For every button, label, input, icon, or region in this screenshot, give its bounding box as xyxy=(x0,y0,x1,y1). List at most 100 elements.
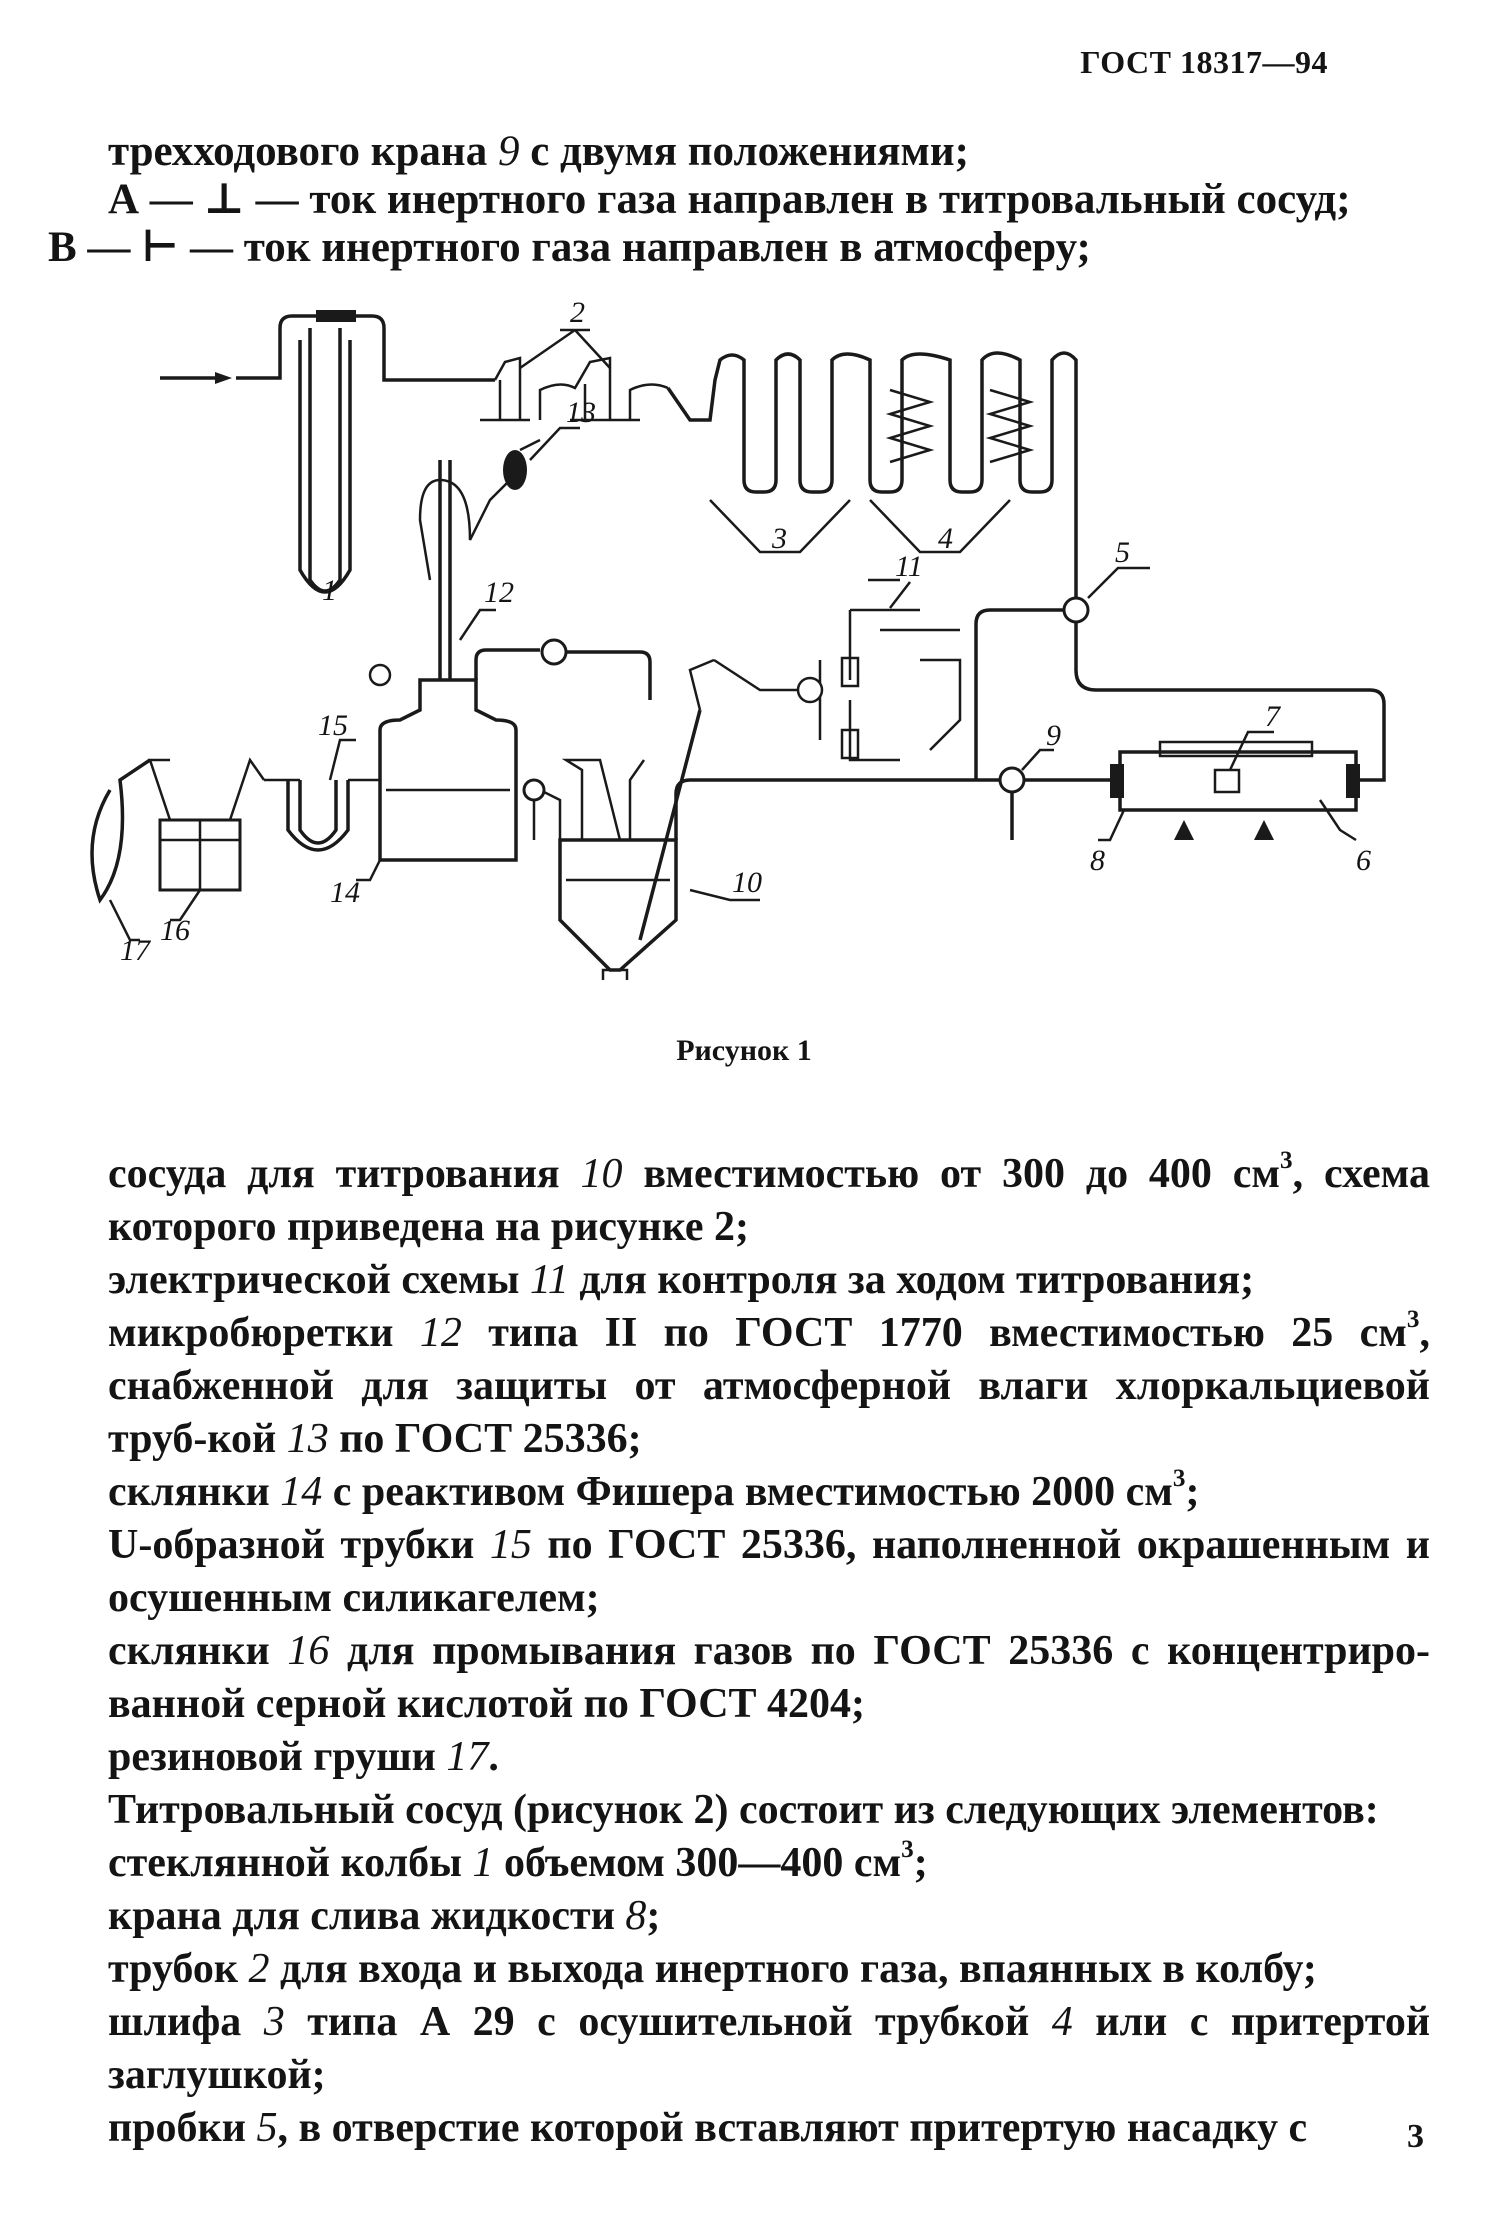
spiral-right xyxy=(985,388,1035,464)
label-4-leader xyxy=(869,499,1011,554)
pipe-to-flask-top xyxy=(566,650,652,700)
label-6-leader xyxy=(1318,799,1357,842)
ref-number: 2 xyxy=(248,1946,270,1992)
drying-column-outer xyxy=(298,340,352,594)
burette-top xyxy=(418,478,511,581)
cell-cap-left xyxy=(1110,764,1124,798)
reagent-bottle xyxy=(378,678,518,862)
pipe-to-titrator-cell xyxy=(1074,622,1386,782)
label-8: 8 xyxy=(1090,844,1105,877)
pipe-to-valve-9 xyxy=(974,608,1064,780)
text-run: трехходового крана xyxy=(108,128,498,175)
text-run: крана для слива жидкости xyxy=(108,1893,626,1939)
text-run: по ГОСТ 25336; xyxy=(328,1416,642,1462)
calcium-tube-line xyxy=(519,438,541,452)
text-run: U-образной трубки xyxy=(108,1522,490,1568)
label-4: 4 xyxy=(938,522,953,555)
label-9-leader xyxy=(1021,748,1054,771)
text-run: или с притертой заглушкой; xyxy=(108,1999,1431,2098)
text-run: , в отверстие которой вставляют притерту… xyxy=(277,2105,1308,2151)
text-run: для контроля за ходом титрования; xyxy=(568,1257,1255,1303)
ref-number: 8 xyxy=(625,1893,647,1939)
label-10-leader xyxy=(689,888,760,902)
ref-number: 11 xyxy=(529,1257,569,1303)
wash-bottle-inner xyxy=(160,820,240,890)
ref-number: 3 xyxy=(263,1999,285,2045)
figure-caption: Рисунок 1 xyxy=(676,1034,812,1067)
resistor-1 xyxy=(840,656,860,688)
text-run: склянки xyxy=(108,1628,288,1674)
pipe-to-flask xyxy=(674,778,1000,840)
label-1: 1 xyxy=(322,574,337,607)
text-run: , схема которого приведена на рисунке 2; xyxy=(108,1151,1430,1250)
label-9: 9 xyxy=(1046,719,1061,752)
flask-inlets xyxy=(561,758,646,841)
label-14-leader xyxy=(356,859,382,882)
text-run: Титровальный сосуд (рисунок 2) состоит и… xyxy=(108,1787,1379,1833)
text-run: склянки xyxy=(108,1469,281,1515)
apparatus-diagram: 2 3 4 1 5 7 8 6 9 10 11 13 12 xyxy=(90,296,1386,980)
stopcock-stem xyxy=(532,790,562,840)
label-7: 7 xyxy=(1265,700,1282,733)
text-run: типа А 29 с осушительной трубкой xyxy=(284,1999,1052,2045)
ref-number: 14 xyxy=(280,1469,323,1515)
label-5-leader xyxy=(1087,566,1150,599)
cell-cap-right xyxy=(1346,764,1360,798)
burette-stopcock xyxy=(540,638,568,666)
document-header: ГОСТ 18317—94 xyxy=(1080,44,1328,80)
bottle-to-stopcock xyxy=(474,648,540,680)
label-11-leader xyxy=(868,578,911,609)
text-run: вместимостью от 300 до 400 см xyxy=(622,1151,1281,1197)
flask-drain xyxy=(601,968,629,980)
arrow-head xyxy=(215,372,232,384)
text-run: типа II по ГОСТ 1770 вместимостью 25 см xyxy=(461,1310,1407,1356)
label-13: 13 xyxy=(566,396,596,429)
body-text: сосуда для титрования 10 вместимостью от… xyxy=(108,1148,1430,2155)
text-run: с двумя положениями; xyxy=(519,128,969,175)
label-17-leader xyxy=(108,899,140,942)
label-6: 6 xyxy=(1356,844,1371,877)
u-tube-links xyxy=(264,730,382,782)
flask-stopcock xyxy=(522,778,546,802)
label-5: 5 xyxy=(1115,536,1130,569)
ref-number: 9 xyxy=(497,128,520,175)
text-run: ; xyxy=(1185,1469,1200,1515)
bubbler-2 xyxy=(493,356,669,420)
ref-number: 10 xyxy=(580,1151,623,1197)
label-7-leader xyxy=(1228,730,1274,771)
label-2-leader xyxy=(519,328,611,370)
circuit-meter xyxy=(796,676,824,704)
label-12-leader xyxy=(458,608,496,641)
text-run: стеклянной колбы xyxy=(108,1840,473,1886)
text-line-3: В — ⊢ — ток инертного газа направлен в а… xyxy=(48,224,1091,271)
cell-element-7 xyxy=(1213,768,1241,794)
text-line-2: А — ⊥ — ток инертного газа направлен в т… xyxy=(108,176,1351,223)
text-line-1: трехходового крана 9 с двумя положениями… xyxy=(108,130,969,173)
spiral-left xyxy=(885,388,935,464)
label-10: 10 xyxy=(732,866,762,899)
label-12: 12 xyxy=(484,576,514,609)
text-run: ; xyxy=(646,1893,661,1939)
ref-number: 5 xyxy=(256,2105,278,2151)
ref-number: 15 xyxy=(489,1522,532,1568)
text-run: трубок xyxy=(108,1946,249,1992)
label-3-leader xyxy=(709,499,851,554)
cell-top xyxy=(1158,740,1314,758)
label-13-leader xyxy=(529,426,580,461)
ref-number: 13 xyxy=(286,1416,329,1462)
ref-number: 16 xyxy=(287,1628,330,1674)
text-run: ; xyxy=(913,1840,928,1886)
column-plug xyxy=(316,310,356,322)
superscript: 3 xyxy=(1172,1465,1186,1493)
label-16-leader xyxy=(170,889,202,922)
drying-column xyxy=(308,328,342,593)
ref-number: 1 xyxy=(472,1840,494,1886)
drying-train xyxy=(666,351,1078,610)
superscript: 3 xyxy=(901,1836,914,1864)
rubber-bulb-17 xyxy=(90,758,151,904)
label-11: 11 xyxy=(895,550,923,583)
text-run: микробюретки xyxy=(108,1310,420,1356)
text-run: , снабженной для защиты от атмосферной в… xyxy=(108,1310,1431,1462)
text-run: электрической схемы xyxy=(108,1257,530,1303)
bottle-vent xyxy=(368,663,392,687)
